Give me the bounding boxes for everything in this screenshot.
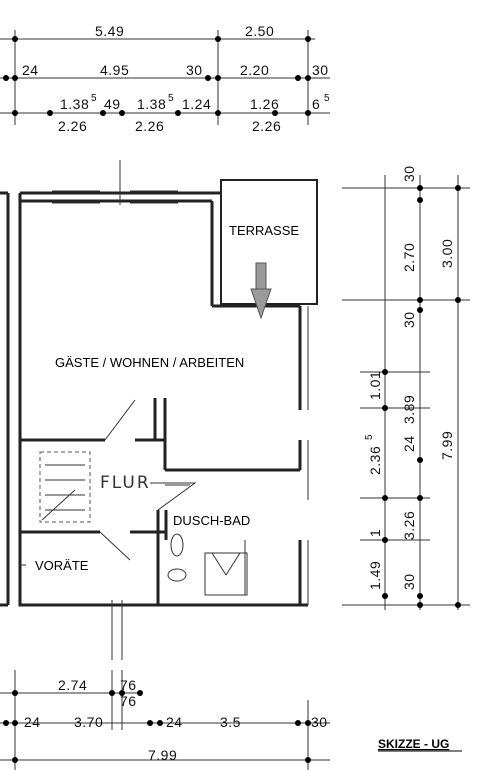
dim-top-226c: 2.26 bbox=[252, 118, 281, 134]
dim-right-30c: 30 bbox=[401, 573, 417, 590]
dim-right-799: 7.99 bbox=[439, 431, 455, 460]
dim-top-30b: 30 bbox=[312, 62, 329, 78]
dim-right-326: 3.26 bbox=[401, 511, 417, 540]
dim-right-300: 3.00 bbox=[439, 239, 455, 268]
sketch-title: SKIZZE - UG bbox=[378, 737, 449, 751]
dim-right-30a: 30 bbox=[401, 165, 417, 182]
dim-top-49: 49 bbox=[104, 96, 121, 112]
dim-top-549: 5.49 bbox=[95, 23, 124, 39]
dim-right-236: 2.36 bbox=[367, 446, 383, 475]
dim-top-6: 6 bbox=[312, 96, 320, 112]
dim-top-220: 2.20 bbox=[240, 62, 269, 78]
dim-top-124: 1.24 bbox=[182, 96, 211, 112]
dim-top-138b: 1.38 bbox=[137, 96, 166, 112]
dim-bottom-370: 3.70 bbox=[74, 714, 103, 730]
dim-top-495: 4.95 bbox=[100, 62, 129, 78]
dim-top-sup5a: 5 bbox=[91, 93, 97, 104]
dim-bottom-76a: 76 bbox=[120, 677, 137, 693]
dim-bottom-799: 7.99 bbox=[148, 747, 177, 763]
dim-top-24: 24 bbox=[22, 62, 39, 78]
dim-top-126: 1.26 bbox=[250, 96, 279, 112]
dim-top-sup5b: 5 bbox=[168, 93, 174, 104]
dim-top-250: 2.50 bbox=[245, 23, 274, 39]
dim-bottom-24a: 24 bbox=[24, 714, 41, 730]
dim-bottom-30: 30 bbox=[311, 714, 328, 730]
dim-top-226b: 2.26 bbox=[135, 118, 164, 134]
dim-bottom-35: 3.5 bbox=[220, 714, 241, 730]
bottom-dimension-lines bbox=[0, 670, 330, 770]
down-arrow-icon bbox=[250, 262, 272, 320]
right-dimension-labels: 30 2.70 3.00 30 1.01 3.89 7.99 2.36 5 24… bbox=[364, 165, 455, 590]
dim-right-149: 1.49 bbox=[367, 561, 383, 590]
dim-top-30a: 30 bbox=[186, 62, 203, 78]
dim-right-101: 1.01 bbox=[367, 371, 383, 400]
room-hall-label: FLUR bbox=[100, 473, 151, 493]
dim-top-sup5c: 5 bbox=[324, 93, 330, 104]
dim-right-389: 3.89 bbox=[401, 395, 417, 424]
walls bbox=[0, 160, 318, 660]
dim-top-226a: 2.26 bbox=[58, 118, 87, 134]
room-terrace-label: TERRASSE bbox=[229, 223, 299, 238]
dim-right-sup5: 5 bbox=[364, 434, 375, 440]
bottom-dimension-labels: 2.74 76 76 24 3.70 24 3.5 30 7.99 bbox=[24, 677, 328, 763]
top-dimension-labels: 5.49 2.50 24 4.95 30 2.20 30 1.38 5 49 1… bbox=[22, 23, 330, 134]
top-dimension-lines bbox=[0, 30, 330, 125]
room-living-label: GÄSTE / WOHNEN / ARBEITEN bbox=[55, 355, 244, 370]
dim-right-30b: 30 bbox=[401, 311, 417, 328]
dim-bottom-274: 2.74 bbox=[58, 677, 87, 693]
right-dimension-lines bbox=[342, 175, 470, 610]
room-shower-label: DUSCH-BAD bbox=[173, 513, 250, 528]
dim-bottom-24b: 24 bbox=[166, 714, 183, 730]
dim-right-1: 1 bbox=[367, 529, 383, 537]
dim-bottom-76b: 76 bbox=[120, 693, 137, 709]
room-storage-label: VORÄTE bbox=[35, 558, 89, 573]
dim-top-138a: 1.38 bbox=[60, 96, 89, 112]
dim-right-270: 2.70 bbox=[401, 243, 417, 272]
dim-right-24: 24 bbox=[401, 435, 417, 452]
room-labels: TERRASSE GÄSTE / WOHNEN / ARBEITEN FLUR … bbox=[35, 223, 299, 573]
